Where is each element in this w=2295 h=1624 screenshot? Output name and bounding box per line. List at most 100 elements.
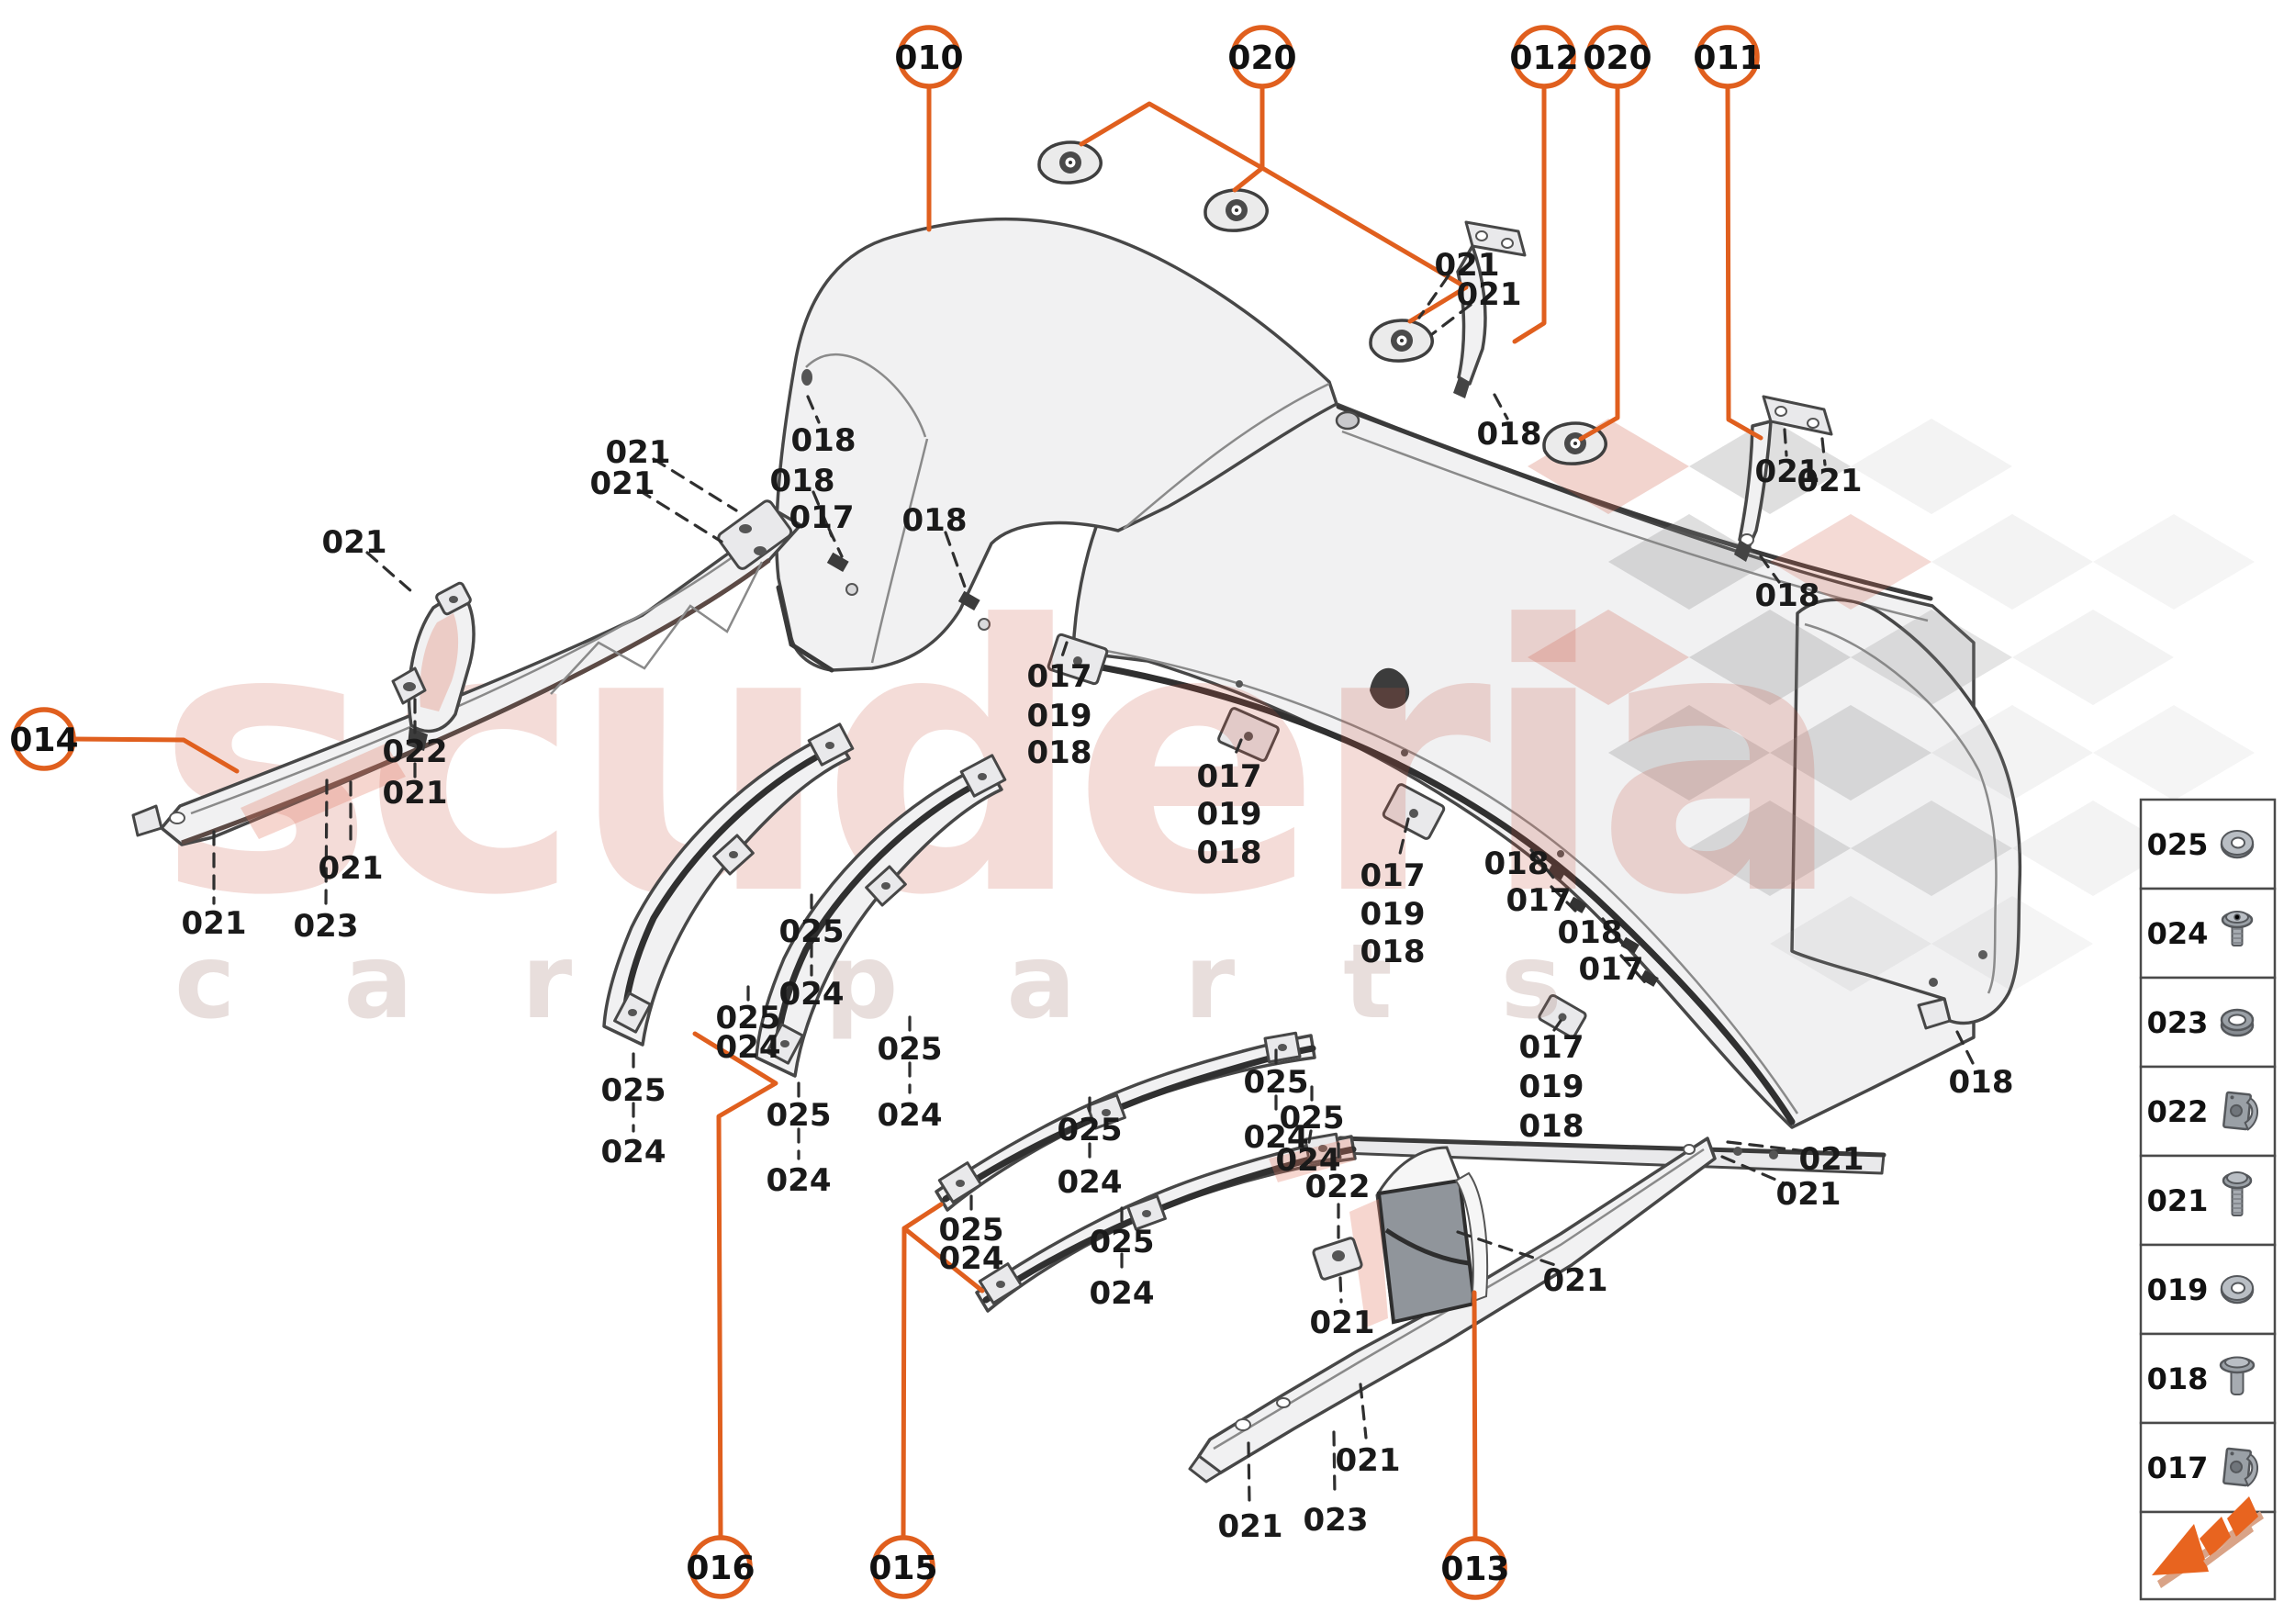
scuderia-arrow-logo — [2152, 1496, 2264, 1588]
svg-text:017: 017 — [2147, 1450, 2209, 1485]
svg-text:023: 023 — [2147, 1005, 2209, 1040]
label-025: 025 — [601, 1072, 666, 1109]
label-021: 021 — [182, 905, 247, 942]
legend-row-024[interactable]: 024 — [2139, 887, 2277, 980]
label-025: 025 — [1090, 1224, 1155, 1260]
label-024: 024 — [716, 1029, 781, 1066]
svg-text:020: 020 — [1227, 39, 1296, 77]
callout-013[interactable]: 013 — [1440, 1536, 1510, 1600]
label-024: 024 — [1276, 1142, 1341, 1179]
label-018: 018 — [1519, 1108, 1584, 1145]
front-rail-part-014 — [131, 499, 802, 846]
callout-012[interactable]: 012 — [1509, 25, 1579, 89]
label-017: 017 — [789, 499, 855, 536]
legend-row-021[interactable]: 021 — [2139, 1154, 2277, 1247]
label-018: 018 — [1484, 846, 1550, 882]
label-024: 024 — [1058, 1164, 1123, 1201]
label-023: 023 — [1304, 1502, 1369, 1539]
svg-text:020: 020 — [1583, 39, 1651, 77]
label-024: 024 — [767, 1162, 832, 1199]
label-021: 021 — [1457, 276, 1522, 313]
callout-014[interactable]: 014 — [9, 707, 79, 771]
svg-text:019: 019 — [2147, 1272, 2209, 1307]
label-025: 025 — [878, 1031, 943, 1068]
label-024: 024 — [1244, 1119, 1309, 1156]
callout-020-top[interactable]: 020 — [1227, 25, 1297, 89]
callout-016[interactable]: 016 — [686, 1535, 756, 1599]
label-018: 018 — [791, 422, 856, 459]
svg-text:018: 018 — [2147, 1361, 2209, 1396]
label-017: 017 — [1579, 951, 1644, 988]
sill-trim-part-013 — [1188, 1137, 1717, 1484]
label-025: 025 — [716, 1000, 781, 1036]
label-017: 017 — [1360, 857, 1426, 894]
label-021: 021 — [1336, 1442, 1401, 1479]
label-019: 019 — [1360, 896, 1426, 933]
label-017: 017 — [1519, 1029, 1584, 1066]
callout-020-right[interactable]: 020 — [1583, 25, 1652, 89]
label-018: 018 — [902, 502, 968, 539]
bow-strip-015b — [977, 1134, 1355, 1311]
fastener-labels: 018 018 017 018 021 021 018 021 021 018 … — [182, 247, 2014, 1545]
label-021: 021 — [1755, 454, 1820, 490]
watermark-line2: car parts — [174, 923, 1670, 1042]
label-021: 021 — [606, 434, 671, 471]
svg-text:015: 015 — [868, 1550, 937, 1587]
label-021: 021 — [1435, 247, 1500, 284]
label-021: 021 — [590, 465, 655, 502]
legend-row-025[interactable]: 025 — [2139, 798, 2277, 890]
legend-row-019[interactable]: 019 — [2139, 1243, 2277, 1336]
rear-roof-panel-assembly — [775, 217, 2022, 1175]
label-018: 018 — [770, 463, 835, 499]
legend-row-023[interactable]: 023 — [2139, 976, 2277, 1069]
legend-row-018[interactable]: 018 — [2139, 1332, 2277, 1425]
label-021: 021 — [1797, 463, 1863, 499]
label-021: 021 — [319, 850, 384, 887]
svg-text:016: 016 — [686, 1550, 755, 1587]
svg-text:025: 025 — [2147, 827, 2209, 862]
label-018: 018 — [1197, 834, 1262, 871]
label-021: 021 — [1218, 1508, 1283, 1545]
svg-text:013: 013 — [1440, 1551, 1509, 1588]
label-018: 018 — [1949, 1064, 2014, 1101]
callout-011[interactable]: 011 — [1693, 25, 1763, 89]
svg-text:010: 010 — [894, 39, 963, 77]
label-018: 018 — [1027, 734, 1092, 771]
label-021: 021 — [1310, 1305, 1375, 1341]
callout-leader-lines — [71, 84, 1763, 1541]
label-018: 018 — [1755, 577, 1820, 614]
label-022: 022 — [383, 734, 448, 770]
label-019: 019 — [1027, 698, 1092, 734]
washer-icon — [2220, 829, 2255, 859]
annotation-dashes — [212, 274, 1976, 1506]
label-017: 017 — [1506, 882, 1572, 919]
bracket-part-012 — [1453, 220, 1527, 398]
label-025: 025 — [1058, 1112, 1123, 1148]
washer-icon — [2220, 1274, 2255, 1305]
callout-015[interactable]: 015 — [868, 1535, 938, 1599]
svg-text:012: 012 — [1509, 39, 1578, 77]
label-017: 017 — [1027, 658, 1092, 695]
svg-text:021: 021 — [2147, 1183, 2209, 1218]
label-024: 024 — [939, 1240, 1004, 1277]
bracket-part-011 — [1734, 395, 1833, 562]
label-017: 017 — [1197, 758, 1262, 795]
svg-text:014: 014 — [9, 722, 78, 759]
label-021: 021 — [1543, 1262, 1608, 1299]
panel-knob — [1370, 667, 1410, 709]
fastener-legend: 025 024 023 022 021 019 — [2139, 798, 2277, 1601]
legend-row-022[interactable]: 022 — [2139, 1065, 2277, 1158]
label-022: 022 — [1305, 1169, 1371, 1205]
label-024: 024 — [878, 1097, 943, 1134]
label-024: 024 — [779, 976, 845, 1013]
label-021: 021 — [383, 775, 448, 812]
label-019: 019 — [1519, 1069, 1584, 1105]
label-021: 021 — [1799, 1141, 1864, 1178]
legend-row-017[interactable]: 017 — [2139, 1421, 2277, 1514]
callout-010[interactable]: 010 — [894, 25, 964, 89]
label-025: 025 — [1244, 1064, 1309, 1101]
label-024: 024 — [1090, 1275, 1155, 1312]
label-025: 025 — [1280, 1100, 1345, 1137]
